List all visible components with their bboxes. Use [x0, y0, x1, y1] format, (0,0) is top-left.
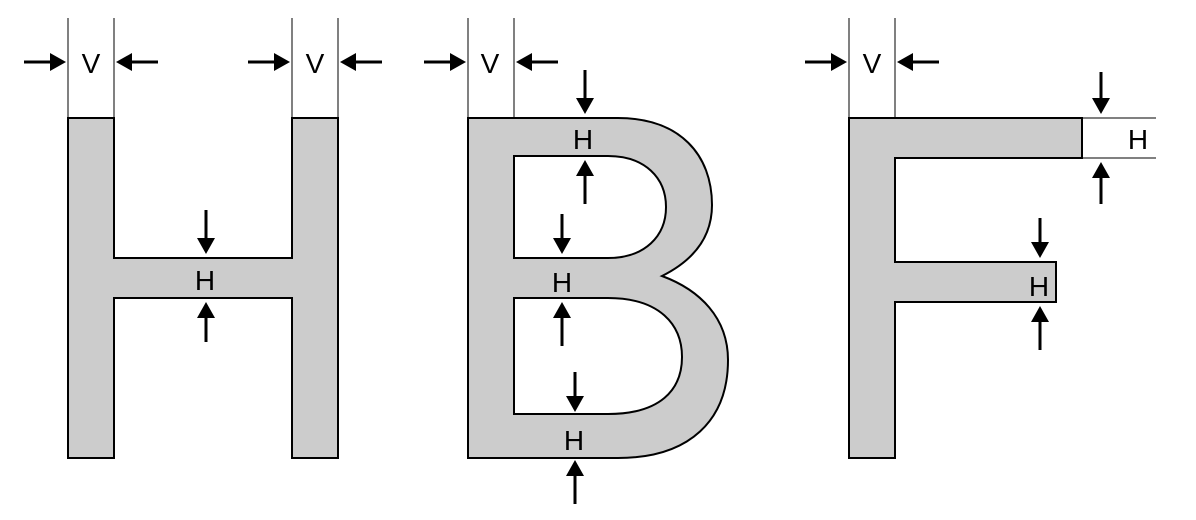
h-right-v-dimension: V [248, 18, 382, 118]
b-bottom-h-dimension: H [564, 372, 584, 504]
b-bottom-h-label: H [564, 425, 584, 456]
h-left-v-dimension: V [24, 18, 158, 118]
b-top-h-dimension: H [573, 70, 594, 204]
letter-b: V H H H [424, 18, 730, 504]
letter-h: V V H [24, 18, 382, 459]
f-middle-h-label: H [1029, 271, 1049, 302]
h-crossbar-h-label: H [195, 265, 215, 296]
f-v-dimension: V [805, 18, 939, 118]
letter-h-shape [67, 117, 339, 459]
h-crossbar-h-dimension: H [195, 210, 215, 342]
letter-b-shape [467, 117, 730, 459]
b-top-h-label: H [573, 124, 593, 155]
letter-f: V H H [805, 18, 1156, 459]
b-v-label: V [481, 48, 500, 79]
letter-f-shape [848, 117, 1083, 459]
b-middle-h-label: H [552, 267, 572, 298]
f-middle-h-dimension: H [1029, 218, 1049, 350]
b-middle-h-dimension: H [552, 214, 572, 346]
b-v-dimension: V [424, 18, 558, 118]
f-top-h-label: H [1128, 124, 1148, 155]
h-right-v-label: V [306, 48, 325, 79]
h-left-v-label: V [82, 48, 101, 79]
f-top-h-dimension: H [1082, 72, 1156, 204]
f-v-label: V [863, 48, 882, 79]
